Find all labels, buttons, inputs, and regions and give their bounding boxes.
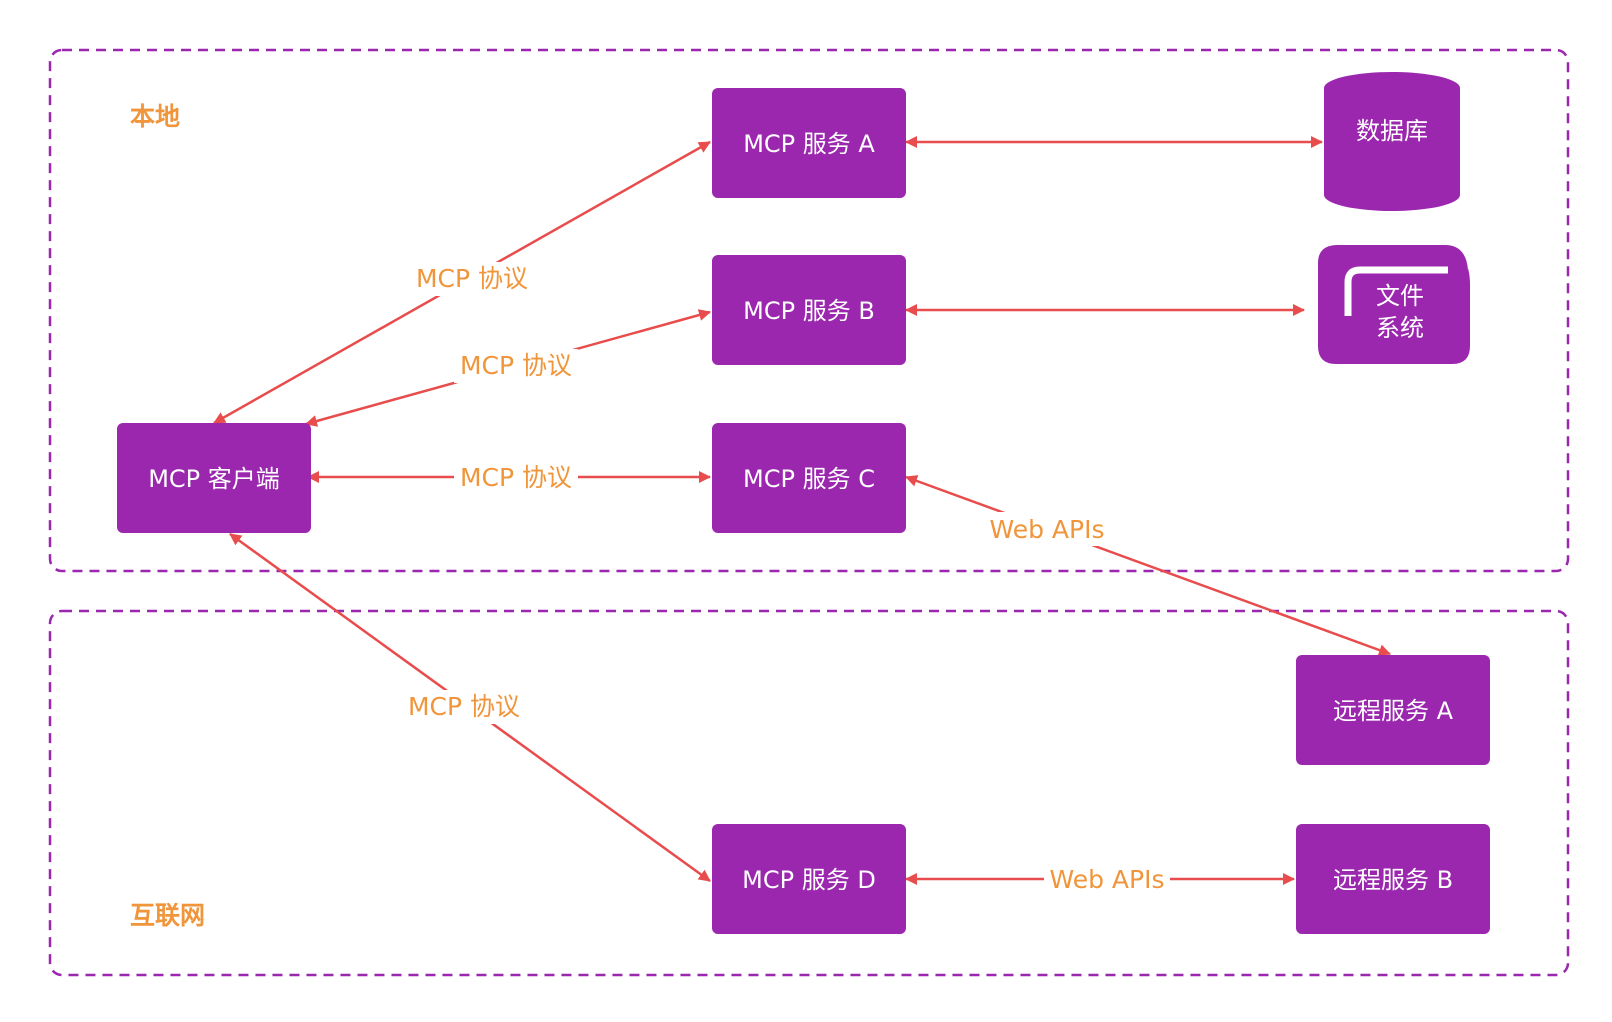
edge-label-text: Web APIs — [1049, 865, 1164, 894]
edge-label-text: Web APIs — [989, 515, 1104, 544]
edge-label-client-server-b: MCP 协议 — [454, 349, 578, 383]
zone-local-border — [48, 48, 1570, 573]
edge-label-client-server-a: MCP 协议 — [410, 262, 534, 296]
zone-internet: 互联网 — [48, 609, 1570, 977]
edge-label-client-server-d: MCP 协议 — [402, 690, 526, 724]
node-label-line2: 系统 — [1376, 314, 1424, 342]
node-label: MCP 服务 C — [743, 465, 875, 493]
database-cylinder-icon — [1324, 72, 1460, 211]
edge-label-text: MCP 协议 — [460, 463, 572, 492]
node-label: 远程服务 B — [1333, 866, 1453, 894]
node-label: MCP 服务 D — [742, 866, 876, 894]
zone-internet-label: 互联网 — [130, 901, 205, 930]
node-label: 远程服务 A — [1333, 697, 1454, 725]
node-label: 数据库 — [1356, 117, 1428, 145]
node-file-system[interactable]: 文件 系统 — [1318, 245, 1470, 364]
node-label: MCP 客户端 — [148, 465, 280, 493]
edge-server-c-remote-a — [905, 475, 1391, 656]
node-mcp-server-b[interactable]: MCP 服务 B — [712, 255, 906, 365]
edge-label-server-c-remote-a: Web APIs — [984, 512, 1110, 546]
node-label: MCP 服务 B — [743, 297, 875, 325]
edge-label-text: MCP 协议 — [408, 692, 520, 721]
edge-labels: MCP 协议 MCP 协议 MCP 协议 MCP 协议 Web APIs Web… — [402, 262, 1170, 896]
node-label-line1: 文件 — [1376, 282, 1424, 310]
edge-label-client-server-c: MCP 协议 — [454, 460, 578, 494]
node-mcp-client[interactable]: MCP 客户端 — [117, 423, 311, 533]
zone-local: 本地 — [48, 48, 1570, 573]
edge-label-server-d-remote-b: Web APIs — [1044, 862, 1170, 896]
node-mcp-server-d[interactable]: MCP 服务 D — [712, 824, 906, 934]
node-label: MCP 服务 A — [743, 130, 875, 158]
node-mcp-server-a[interactable]: MCP 服务 A — [712, 88, 906, 198]
folder-tab-icon — [1344, 266, 1448, 316]
zone-local-label: 本地 — [130, 102, 180, 131]
node-database[interactable]: 数据库 — [1324, 72, 1460, 211]
folder-icon — [1318, 245, 1470, 364]
edge-label-text: MCP 协议 — [460, 351, 572, 380]
nodes: MCP 客户端 MCP 服务 A MCP 服务 B MCP 服务 C MCP 服… — [117, 72, 1490, 934]
edge-label-text: MCP 协议 — [416, 264, 528, 293]
zone-internet-border — [48, 609, 1570, 977]
node-mcp-server-c[interactable]: MCP 服务 C — [712, 423, 906, 533]
node-remote-service-b[interactable]: 远程服务 B — [1296, 824, 1490, 934]
node-remote-service-a[interactable]: 远程服务 A — [1296, 655, 1490, 765]
